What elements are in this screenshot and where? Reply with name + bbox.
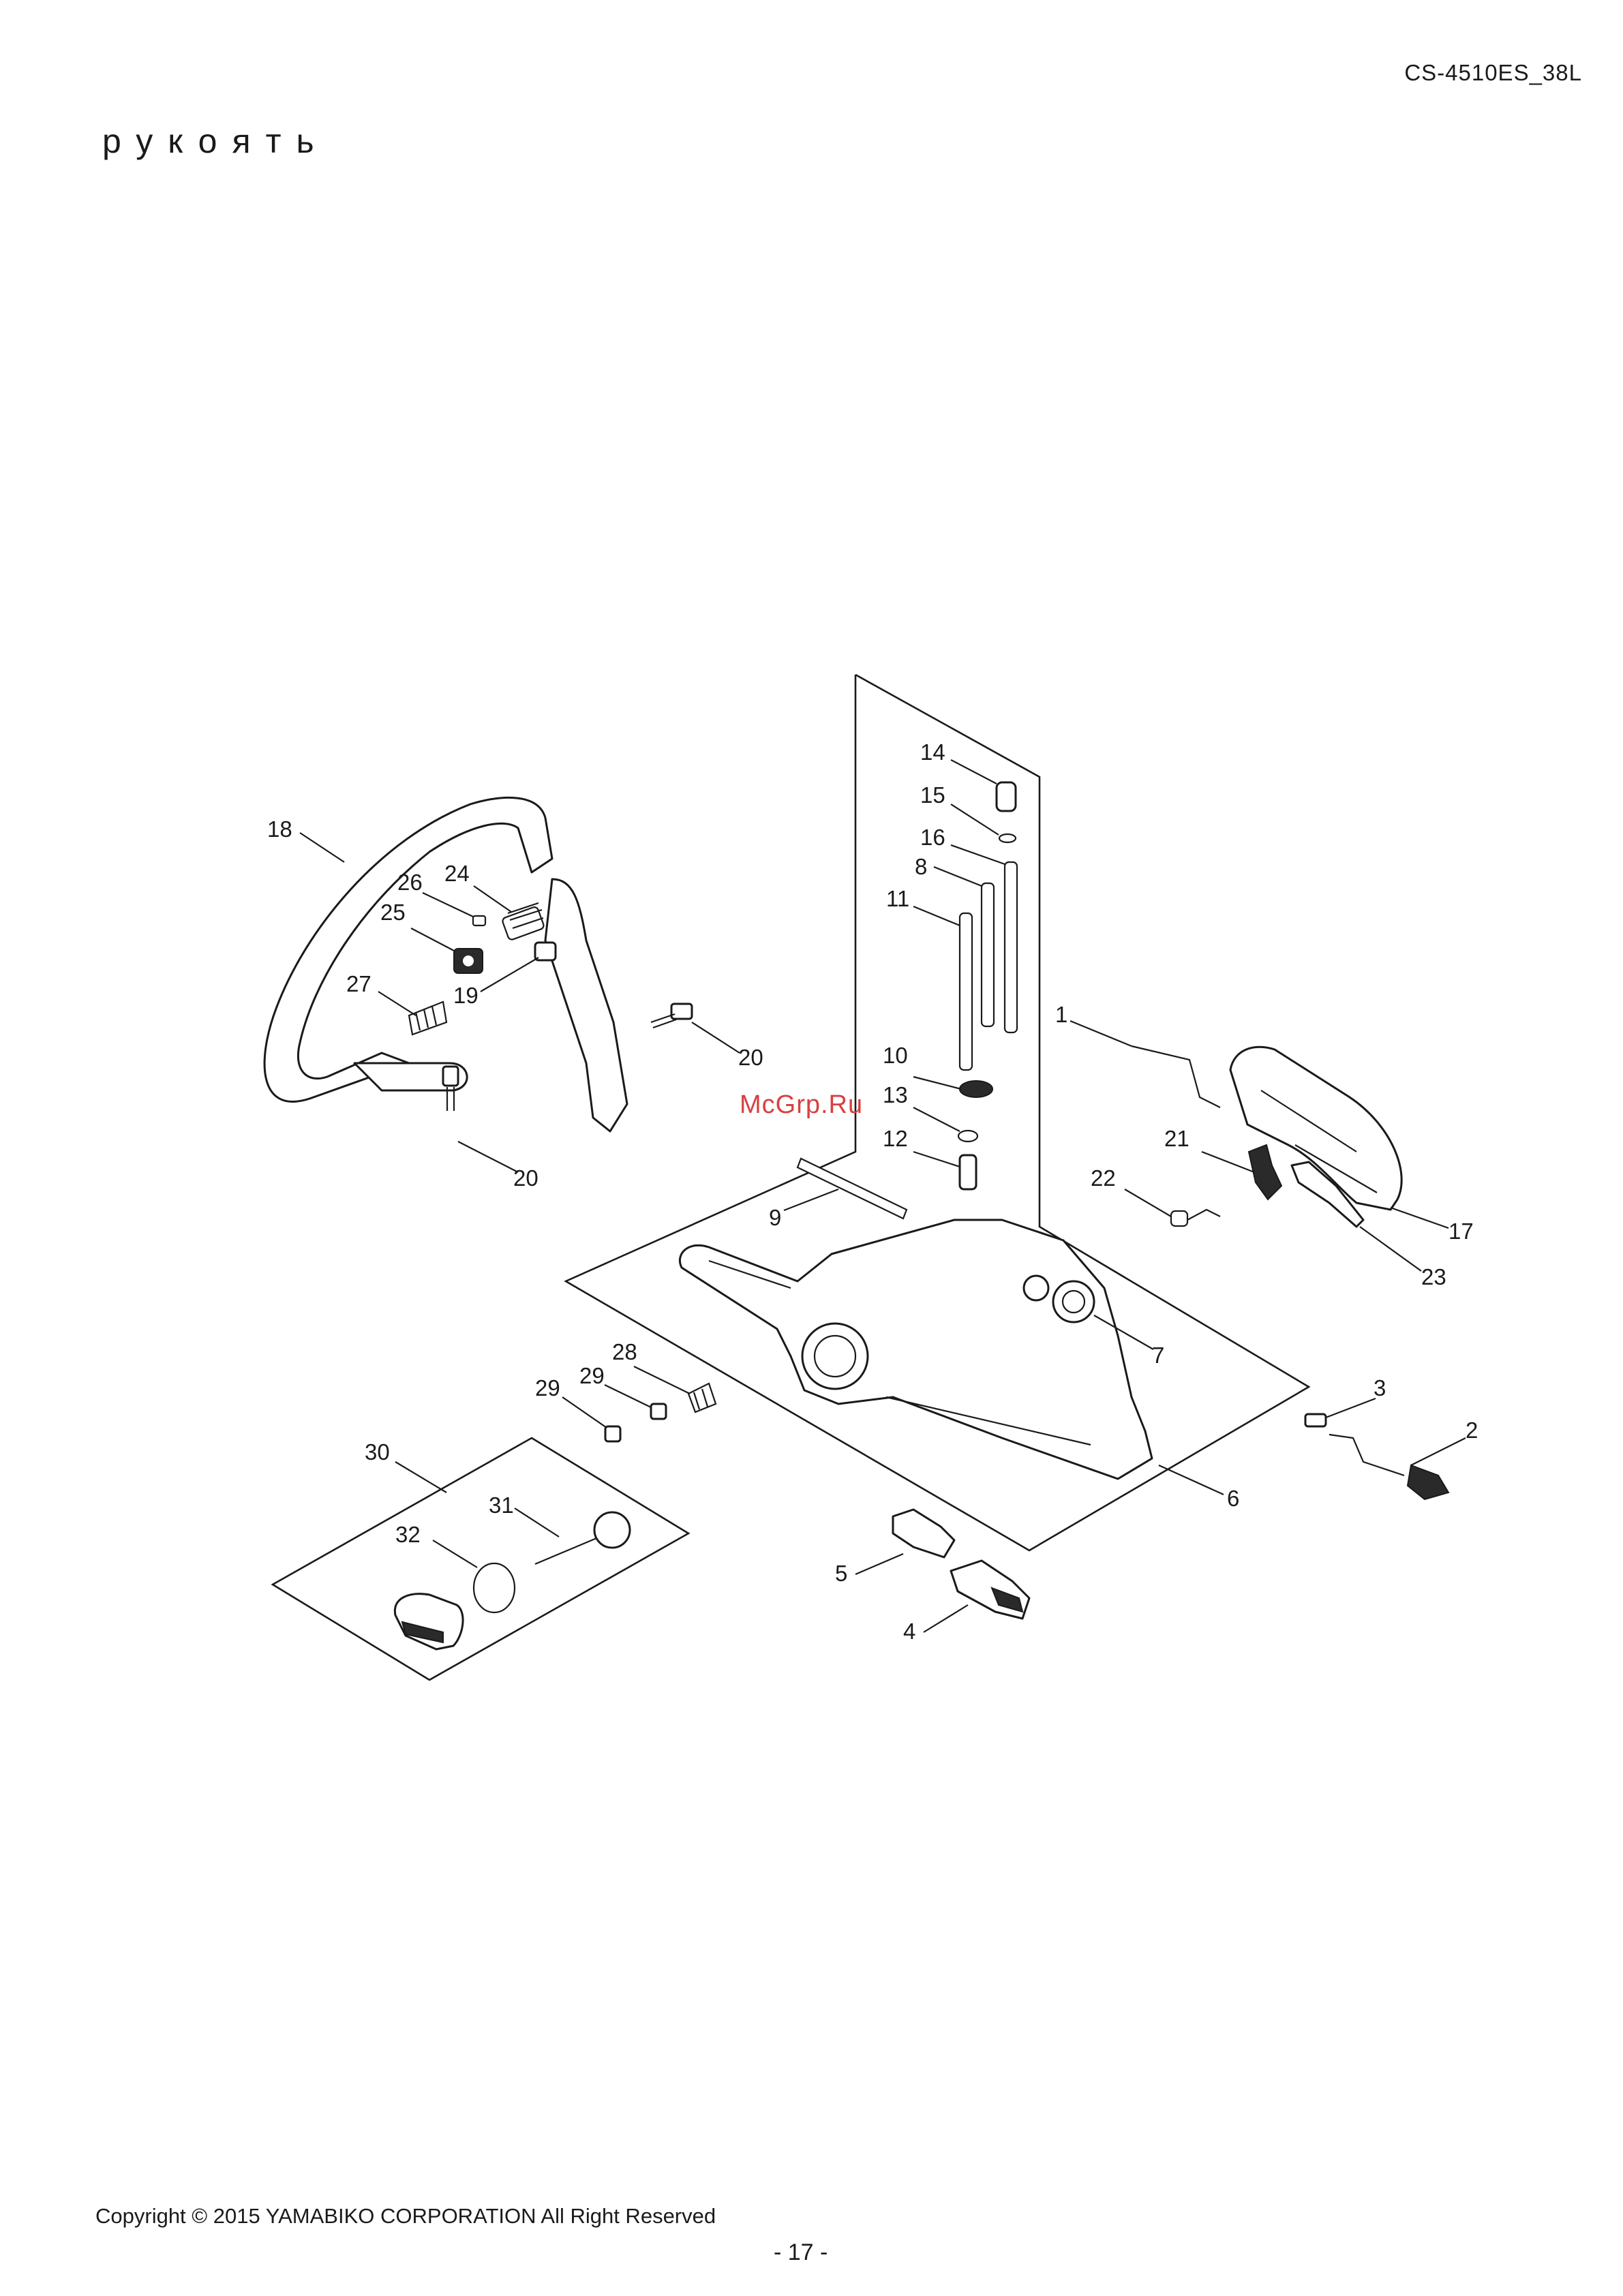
trigger-spring-part xyxy=(1171,1210,1220,1226)
o-ring-large-part xyxy=(474,1563,515,1612)
tool-cap-part xyxy=(395,1594,463,1649)
callout-label: 1 xyxy=(1055,1002,1067,1027)
callout-label: 17 xyxy=(1448,1219,1474,1244)
callout-label: 8 xyxy=(915,854,927,879)
callout-label: 2 xyxy=(1466,1418,1478,1443)
callout-label: 10 xyxy=(883,1043,908,1068)
bolt-right-part xyxy=(651,1404,666,1419)
callout-label: 25 xyxy=(380,900,406,925)
rod-cap-part xyxy=(997,782,1016,811)
assembly-frame-tools xyxy=(273,1438,688,1680)
rod-mid-part xyxy=(982,883,994,1026)
callout-label: 5 xyxy=(835,1561,847,1586)
callout-label: 16 xyxy=(920,825,945,850)
callout-label: 23 xyxy=(1421,1264,1446,1289)
anti-vibration-spring-upper-part xyxy=(502,903,545,940)
callout-label: 12 xyxy=(883,1126,908,1151)
callout-label: 4 xyxy=(903,1619,915,1644)
callout-label: 26 xyxy=(397,870,423,895)
rear-handle-body-part xyxy=(680,1220,1152,1479)
leader-lines xyxy=(300,760,1466,1632)
bracket-part xyxy=(893,1510,954,1557)
spacer-part xyxy=(960,1155,976,1189)
callout-label: 20 xyxy=(513,1165,539,1191)
rod-short-part xyxy=(1005,862,1017,1032)
callout-labels: 1 2 3 4 5 6 7 8 9 10 11 12 13 14 15 16 1… xyxy=(267,739,1478,1644)
bolt-left-part xyxy=(605,1426,620,1441)
rod-long-part xyxy=(960,913,972,1070)
callout-label: 18 xyxy=(267,816,292,842)
callout-label: 32 xyxy=(395,1522,421,1547)
callout-label: 29 xyxy=(535,1375,560,1400)
callout-label: 24 xyxy=(444,861,470,886)
callout-label: 30 xyxy=(365,1439,390,1465)
callout-label: 28 xyxy=(612,1339,637,1364)
washer-part xyxy=(958,1131,977,1142)
damper-holder-part xyxy=(454,949,483,973)
callout-label: 27 xyxy=(346,971,371,996)
callout-label: 14 xyxy=(920,739,945,765)
screw-small-part xyxy=(473,916,485,925)
handle-bolt-upper-part xyxy=(651,1004,692,1028)
page-number: - 17 - xyxy=(774,2239,828,2266)
callout-label: 29 xyxy=(579,1363,605,1388)
choke-bushing-part xyxy=(1305,1414,1326,1426)
choke-rod-part xyxy=(1329,1435,1448,1499)
callout-label: 7 xyxy=(1152,1343,1164,1368)
o-ring-small-part xyxy=(999,834,1016,842)
callout-label: 21 xyxy=(1164,1126,1189,1151)
anti-vibration-spring-lower-part xyxy=(409,1002,446,1035)
callout-label: 13 xyxy=(883,1082,908,1107)
callout-label: 6 xyxy=(1227,1486,1239,1511)
grommet-part xyxy=(1053,1281,1094,1322)
watermark: McGrp.Ru xyxy=(740,1090,863,1120)
copyright-notice: Copyright © 2015 YAMABIKO CORPORATION Al… xyxy=(95,2204,716,2229)
callout-label: 15 xyxy=(920,782,945,808)
callout-label: 9 xyxy=(769,1205,781,1230)
callout-label: 11 xyxy=(886,886,909,911)
throttle-rod-part xyxy=(1132,1046,1220,1107)
callout-label: 20 xyxy=(738,1045,763,1070)
damper-base-part xyxy=(960,1081,992,1097)
callout-label: 3 xyxy=(1374,1375,1386,1400)
pin-part xyxy=(798,1159,907,1219)
callout-label: 19 xyxy=(453,983,479,1008)
tool-wrench-part xyxy=(535,1512,630,1564)
choke-knob-part xyxy=(951,1561,1029,1619)
spring-part xyxy=(688,1383,716,1412)
callout-label: 22 xyxy=(1091,1165,1116,1191)
callout-label: 31 xyxy=(489,1493,514,1518)
